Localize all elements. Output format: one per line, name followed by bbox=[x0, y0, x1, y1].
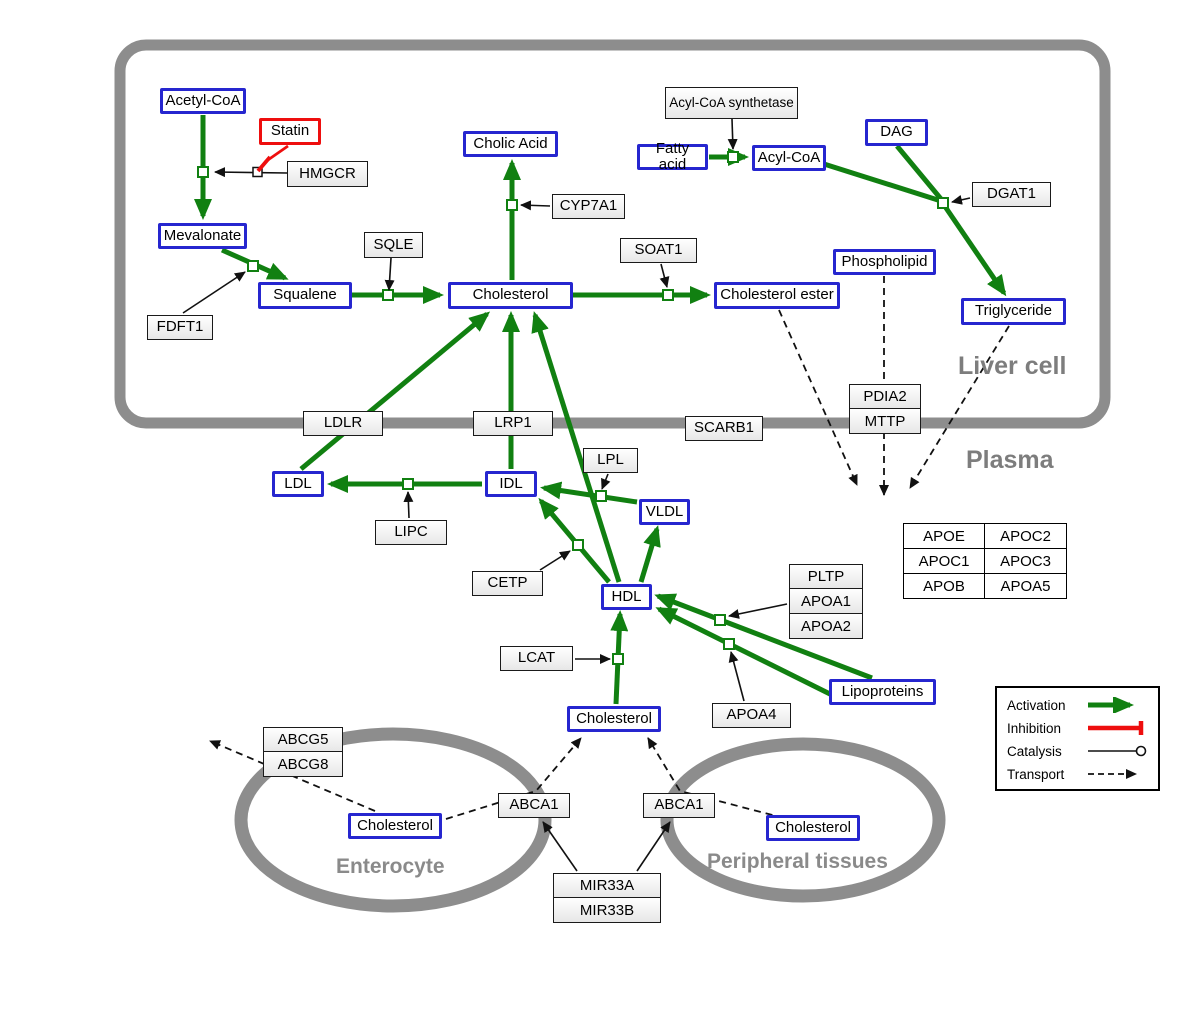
legend-transport-row: Transport bbox=[1007, 765, 1148, 783]
catalysis-circle-icon bbox=[1088, 745, 1147, 757]
node-fdft1[interactable]: FDFT1 bbox=[147, 315, 213, 340]
node-apoc2[interactable]: APOC2 bbox=[984, 523, 1066, 548]
node-cholesterol-liver[interactable]: Cholesterol bbox=[448, 282, 573, 309]
node-abca1-left[interactable]: ABCA1 bbox=[498, 793, 570, 818]
inhibition-tbar-icon bbox=[1088, 721, 1144, 735]
stack-pdia2-mttp: PDIA2 MTTP bbox=[849, 384, 921, 434]
node-acyl-coa-synthetase[interactable]: Acyl-CoA synthetase bbox=[665, 87, 798, 119]
node-soat1[interactable]: SOAT1 bbox=[620, 238, 697, 263]
node-idl[interactable]: IDL bbox=[485, 471, 537, 497]
node-apoc3[interactable]: APOC3 bbox=[984, 548, 1066, 573]
node-hdl[interactable]: HDL bbox=[601, 584, 652, 610]
node-squalene[interactable]: Squalene bbox=[258, 282, 352, 309]
node-statin[interactable]: Statin bbox=[259, 118, 321, 145]
node-apoa1[interactable]: APOA1 bbox=[789, 589, 863, 614]
node-sqle[interactable]: SQLE bbox=[364, 232, 423, 258]
node-abcg5[interactable]: ABCG5 bbox=[263, 727, 343, 752]
node-cholesterol-plasma[interactable]: Cholesterol bbox=[567, 706, 661, 732]
node-lrp1[interactable]: LRP1 bbox=[473, 411, 553, 436]
legend-transport-label: Transport bbox=[1007, 766, 1065, 782]
node-mir33b[interactable]: MIR33B bbox=[553, 898, 661, 923]
node-acetyl-coa[interactable]: Acetyl-CoA bbox=[160, 88, 246, 114]
node-apoc1[interactable]: APOC1 bbox=[903, 548, 984, 573]
node-lcat[interactable]: LCAT bbox=[500, 646, 573, 671]
node-lpl[interactable]: LPL bbox=[583, 448, 638, 473]
apolipoprotein-table: APOE APOC2 APOC1 APOC3 APOB APOA5 bbox=[903, 523, 1067, 599]
node-dag[interactable]: DAG bbox=[865, 119, 928, 146]
node-mir33a[interactable]: MIR33A bbox=[553, 873, 661, 898]
node-pltp[interactable]: PLTP bbox=[789, 564, 863, 589]
node-apoa5[interactable]: APOA5 bbox=[984, 573, 1066, 598]
liver-cell-membrane bbox=[114, 39, 1111, 429]
reaction-square-icons bbox=[197, 151, 949, 665]
node-lipc[interactable]: LIPC bbox=[375, 520, 447, 545]
node-abca1-right[interactable]: ABCA1 bbox=[643, 793, 715, 818]
liver-cell-label: Liver cell bbox=[958, 352, 1067, 380]
stack-pltp-apoa1-apoa2: PLTP APOA1 APOA2 bbox=[789, 564, 863, 639]
enterocyte-label: Enterocyte bbox=[336, 855, 445, 878]
node-mttp[interactable]: MTTP bbox=[849, 409, 921, 434]
legend-activation-label: Activation bbox=[1007, 697, 1066, 713]
stack-mir33: MIR33A MIR33B bbox=[553, 873, 661, 923]
peripheral-tissues-membrane bbox=[660, 737, 946, 903]
node-ldl[interactable]: LDL bbox=[272, 471, 324, 497]
node-apoa2[interactable]: APOA2 bbox=[789, 614, 863, 639]
legend-activation-row: Activation bbox=[1007, 696, 1148, 714]
catalysis-edges bbox=[182, 118, 971, 872]
node-cyp7a1[interactable]: CYP7A1 bbox=[552, 194, 625, 219]
node-triglyceride[interactable]: Triglyceride bbox=[961, 298, 1066, 325]
node-vldl[interactable]: VLDL bbox=[639, 499, 690, 525]
node-cetp[interactable]: CETP bbox=[472, 571, 543, 596]
node-lipoproteins[interactable]: Lipoproteins bbox=[829, 679, 936, 705]
activation-arrow-icon bbox=[1088, 697, 1134, 713]
node-ldlr[interactable]: LDLR bbox=[303, 411, 383, 436]
transport-dashed-arrow-icon bbox=[1088, 769, 1137, 779]
legend: Activation Inhibition Catalysis Transpor… bbox=[995, 686, 1160, 791]
enterocyte-membrane bbox=[234, 727, 552, 913]
node-apoe[interactable]: APOE bbox=[903, 523, 984, 548]
legend-catalysis-label: Catalysis bbox=[1007, 743, 1062, 759]
node-mevalonate[interactable]: Mevalonate bbox=[158, 223, 247, 249]
legend-inhibition-label: Inhibition bbox=[1007, 720, 1062, 736]
node-scarb1[interactable]: SCARB1 bbox=[685, 416, 763, 441]
legend-catalysis-row: Catalysis bbox=[1007, 742, 1148, 760]
node-pdia2[interactable]: PDIA2 bbox=[849, 384, 921, 409]
plasma-label: Plasma bbox=[966, 446, 1054, 474]
hmgcr-reaction-anchor-icon bbox=[252, 166, 263, 178]
node-abcg8[interactable]: ABCG8 bbox=[263, 752, 343, 777]
node-cholic-acid[interactable]: Cholic Acid bbox=[463, 131, 558, 157]
inhibition-edge-statin bbox=[256, 144, 289, 173]
node-acyl-coa[interactable]: Acyl-CoA bbox=[752, 145, 826, 171]
stack-abcg5-abcg8: ABCG5 ABCG8 bbox=[263, 727, 343, 777]
node-cholesterol-peripheral[interactable]: Cholesterol bbox=[766, 815, 860, 841]
node-cholesterol-enterocyte[interactable]: Cholesterol bbox=[348, 813, 442, 839]
legend-inhibition-row: Inhibition bbox=[1007, 719, 1148, 737]
node-apob[interactable]: APOB bbox=[903, 573, 984, 598]
node-phospholipid[interactable]: Phospholipid bbox=[833, 249, 936, 275]
node-hmgcr[interactable]: HMGCR bbox=[287, 161, 368, 187]
node-dgat1[interactable]: DGAT1 bbox=[972, 182, 1051, 207]
node-fatty-acid[interactable]: Fatty acid bbox=[637, 140, 708, 173]
node-apoa4[interactable]: APOA4 bbox=[712, 703, 791, 728]
node-cholesterol-ester[interactable]: Cholesterol ester bbox=[714, 282, 840, 309]
peripheral-tissues-label: Peripheral tissues bbox=[707, 850, 888, 873]
